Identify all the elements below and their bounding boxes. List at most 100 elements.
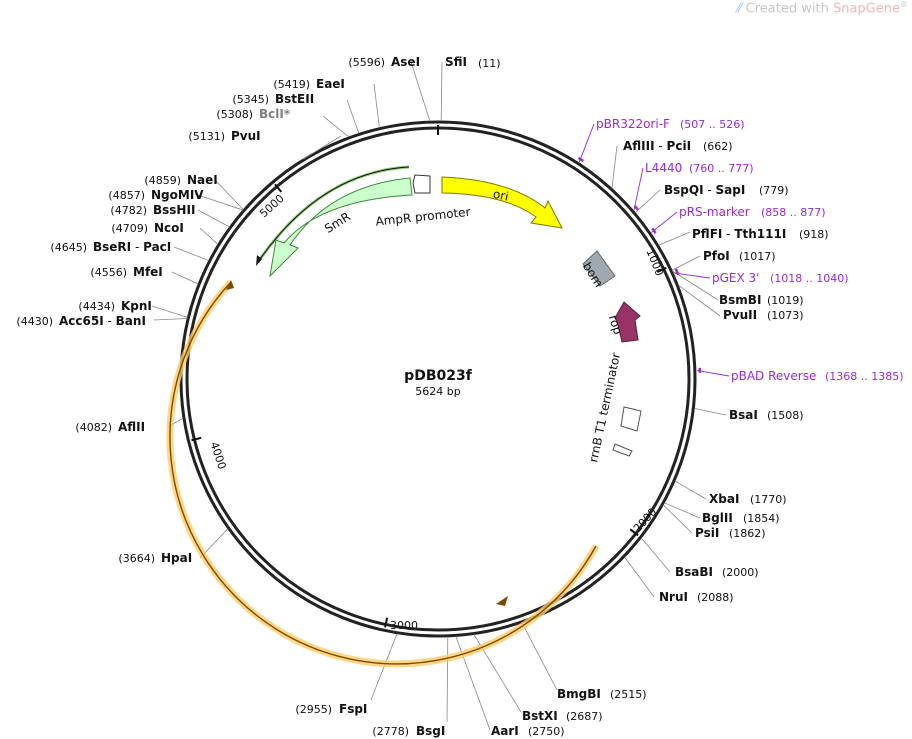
enzyme-bsaBI[interactable]: BsaBI (2000) (675, 565, 759, 579)
enzyme-pos: (1854) (743, 512, 780, 525)
enzyme-bsshII[interactable]: (4782) BssHII (110, 203, 195, 217)
enzyme-ngomIV[interactable]: (4857) NgoMIV (108, 188, 204, 202)
enzyme-pos: (5131) (188, 130, 225, 143)
enzyme-bsgI[interactable]: (2778) BsgI (372, 724, 445, 738)
tick-label-4000: 4000 (208, 440, 229, 471)
enzyme-leader-line (664, 502, 701, 519)
enzyme-leader-line (302, 135, 342, 160)
enzyme-bmgBI[interactable]: BmgBI (2515) (557, 687, 647, 701)
primer-pbad-reverse[interactable]: pBAD Reverse (1368 .. 1385) (731, 369, 904, 383)
enzyme-aflII[interactable]: (4082) AflII (75, 420, 145, 434)
enzyme-bclI[interactable]: (5308) BclI* (216, 107, 290, 121)
enzyme-leader-line (694, 407, 727, 416)
watermark-brand: SnapGene (832, 1, 900, 17)
enzyme-pos: (662) (703, 140, 733, 153)
enzyme-bspqI-sapI[interactable]: BspQI - SapI (779) (664, 183, 789, 197)
enzyme-pvuII[interactable]: PvuII (1073) (723, 308, 804, 322)
primer-prs-marker[interactable]: pRS-marker (858 .. 877) (679, 205, 826, 219)
enzyme-aseI[interactable]: (5596) AseI (348, 55, 420, 69)
enzyme-pos: (1019) (767, 294, 804, 307)
enzyme-pfoI[interactable]: PfoI (1017) (703, 249, 776, 263)
enzyme-acc65I-banI[interactable]: (4430) Acc65I - BanI (16, 314, 146, 328)
enzyme-name: BstXI (522, 709, 558, 723)
primer-range: (858 .. 877) (761, 206, 826, 219)
enzyme-pos: (1862) (729, 527, 766, 540)
enzyme-pflfI-tth111I[interactable]: PflFI - Tth111I (918) (692, 227, 829, 241)
enzyme-name: AarI (491, 724, 519, 738)
enzyme-psiI[interactable]: PsiI (1862) (695, 526, 766, 540)
enzyme-bsaI[interactable]: BsaI (1508) (729, 408, 804, 422)
enzyme-eaeI[interactable]: (5419) EaeI (273, 77, 344, 91)
enzyme-ncoI[interactable]: (4709) NcoI (111, 221, 183, 235)
enzyme-pos: (2515) (610, 688, 647, 701)
primer-pgex-3[interactable]: pGEX 3' (1018 .. 1040) (712, 271, 849, 285)
enzyme-pos: (779) (759, 184, 789, 197)
watermark-mark: ® (900, 0, 908, 9)
enzyme-pos: (4430) (16, 315, 53, 328)
enzyme-name: AflIII - PciI (623, 139, 691, 153)
enzyme-hpaI[interactable]: (3664) HpaI (118, 551, 192, 565)
enzyme-leader-line (671, 255, 701, 271)
tick-mark-1000 (656, 266, 667, 273)
enzyme-pvuI[interactable]: (5131) PvuI (188, 129, 260, 143)
enzyme-pos: (3664) (118, 552, 155, 565)
primer-range: (760 .. 777) (689, 162, 754, 175)
primer-leader-line (651, 211, 678, 233)
feature-rrnb-box-1[interactable] (620, 406, 642, 432)
feature-rrnb-box-2[interactable] (612, 443, 633, 457)
feature-ampr-promoter-arrow[interactable] (412, 174, 431, 194)
enzyme-pos: (4857) (108, 189, 145, 202)
plasmid-size: 5624 bp (415, 385, 460, 398)
enzyme-fspI[interactable]: (2955) FspI (295, 702, 367, 716)
enzyme-aarI[interactable]: AarI (2750) (491, 724, 565, 738)
enzyme-naeI[interactable]: (4859) NaeI (144, 173, 217, 187)
primer-leader-line (578, 123, 595, 163)
enzyme-name: NgoMIV (151, 188, 204, 202)
tick-mark-5000 (274, 183, 283, 193)
enzyme-kpnI[interactable]: (4434) KpnI (78, 299, 151, 313)
enzyme-pos: (918) (799, 228, 829, 241)
enzyme-name: BsaBI (675, 565, 713, 579)
enzyme-name: NaeI (187, 173, 218, 187)
tick-marks (191, 125, 667, 628)
primer-leader-line (633, 167, 644, 210)
feature-orange-arc[interactable] (166, 279, 600, 668)
enzyme-name: BsgI (416, 724, 445, 738)
enzyme-pos: (1770) (750, 493, 787, 506)
enzyme-name: EaeI (316, 77, 345, 91)
primer-site-mark (633, 205, 639, 211)
feature-label-ampr-promoter: AmpR promoter (375, 205, 471, 229)
enzyme-mfeI[interactable]: (4556) MfeI (90, 265, 162, 279)
enzyme-bsteII[interactable]: (5345) BstEII (232, 92, 314, 106)
enzyme-name: BglII (702, 511, 733, 525)
feature-rop-arrow[interactable] (614, 301, 641, 343)
primer-pbr322ori-f[interactable]: pBR322ori-F (507 .. 526) (596, 117, 745, 131)
enzyme-name: AflII (118, 420, 145, 434)
enzyme-name: FspI (339, 702, 367, 716)
enzyme-leader-line (672, 270, 719, 301)
primer-range: (1018 .. 1040) (770, 272, 849, 285)
primer-site-mark (674, 268, 680, 276)
feature-ori-arrow[interactable] (441, 176, 563, 229)
enzyme-pos: (1508) (767, 409, 804, 422)
enzyme-xbaI[interactable]: XbaI (1770) (709, 492, 787, 506)
enzyme-leader-line (658, 231, 691, 246)
snapgene-watermark: ⁄⁄ Created with SnapGene® (737, 0, 908, 16)
primer-l4440[interactable]: L4440 (760 .. 777) (645, 161, 754, 175)
enzyme-name: BseRI - PacI (93, 240, 171, 254)
enzyme-bstXI[interactable]: BstXI (2687) (522, 709, 603, 723)
enzyme-aflIII-pciI[interactable]: AflIII - PciI (662) (623, 139, 733, 153)
enzyme-sfiI[interactable]: SfiI (11) (445, 55, 501, 70)
enzyme-name: PfoI (703, 249, 730, 263)
feature-smr-arrow[interactable] (269, 177, 413, 278)
enzyme-name: KpnI (121, 299, 152, 313)
enzyme-nruI[interactable]: NruI (2088) (659, 590, 734, 604)
enzyme-pos: (1073) (767, 309, 804, 322)
primer-site-mark (651, 227, 657, 234)
feature-bom-box[interactable] (582, 250, 616, 287)
enzyme-bseRI-pacI[interactable]: (4645) BseRI - PacI (50, 240, 171, 254)
enzyme-bglII[interactable]: BglII (1854) (702, 511, 780, 525)
tick-mark-4000 (191, 436, 202, 442)
enzyme-bsmbI[interactable]: BsmBI (1019) (719, 293, 804, 307)
